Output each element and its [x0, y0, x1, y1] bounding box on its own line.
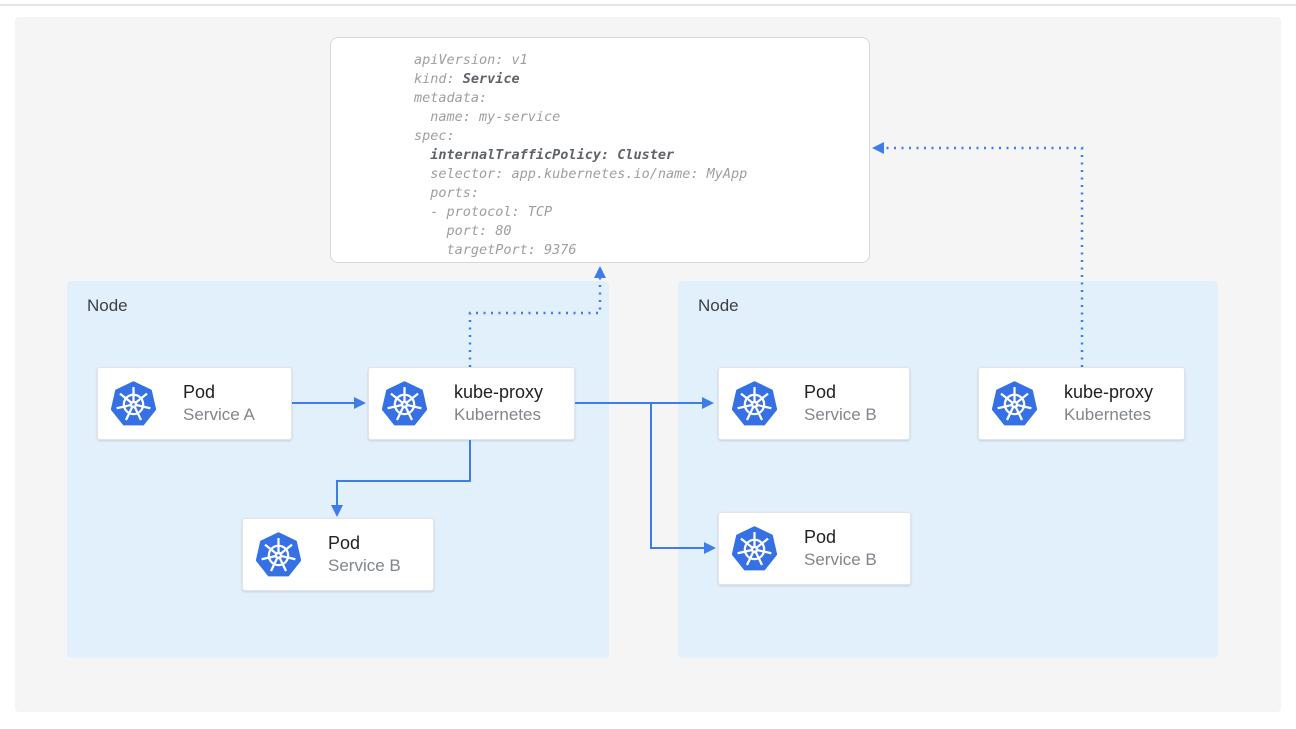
- card-subtitle: Service A: [183, 405, 255, 424]
- card-title: Pod: [804, 382, 837, 402]
- kubernetes-icon: [732, 526, 777, 571]
- yaml-line: spec:: [414, 128, 455, 144]
- yaml-line: targetPort: 9376: [414, 242, 577, 258]
- node-box-right: Node: [678, 281, 1218, 658]
- page-top-divider: [0, 4, 1296, 6]
- service-yaml-box: apiVersion: v1 kind: Service metadata: nam…: [330, 37, 870, 263]
- card-pod-service-b-left: Pod Service B: [242, 518, 434, 591]
- card-subtitle: Kubernetes: [454, 405, 541, 424]
- kubernetes-icon: [732, 381, 777, 426]
- card-kube-proxy-left: kube-proxy Kubernetes: [368, 367, 575, 440]
- card-pod-service-a: Pod Service A: [97, 367, 292, 440]
- kubernetes-icon: [992, 381, 1037, 426]
- yaml-line: ports:: [414, 185, 480, 201]
- yaml-code: apiVersion: v1 kind: Service metadata: nam…: [414, 51, 859, 260]
- kubernetes-icon: [111, 381, 156, 426]
- card-subtitle: Service B: [804, 550, 877, 569]
- yaml-line: kind: Service: [414, 71, 520, 87]
- card-title: kube-proxy: [454, 382, 544, 402]
- card-pod-service-b-right-bottom: Pod Service B: [718, 512, 911, 585]
- card-subtitle: Service B: [328, 556, 401, 575]
- card-pod-service-b-right-top: Pod Service B: [718, 367, 910, 440]
- card-title: kube-proxy: [1064, 382, 1154, 402]
- yaml-line: apiVersion: v1: [414, 52, 528, 68]
- kubernetes-icon: [256, 532, 301, 577]
- yaml-line: selector: app.kubernetes.io/name: MyApp: [414, 166, 748, 182]
- yaml-line: name: my-service: [414, 109, 561, 125]
- yaml-line: metadata:: [414, 90, 488, 106]
- yaml-line: internalTrafficPolicy: Cluster: [430, 147, 675, 163]
- kubernetes-icon: [382, 381, 427, 426]
- node-box-left: Node: [67, 281, 609, 658]
- card-title: Pod: [804, 527, 837, 547]
- card-title: Pod: [183, 382, 216, 402]
- card-kube-proxy-right: kube-proxy Kubernetes: [978, 367, 1185, 440]
- node-label: Node: [87, 296, 128, 315]
- card-title: Pod: [328, 533, 361, 553]
- card-subtitle: Kubernetes: [1064, 405, 1151, 424]
- node-label: Node: [698, 296, 739, 315]
- yaml-line: - protocol: TCP: [414, 204, 553, 220]
- card-subtitle: Service B: [804, 405, 877, 424]
- yaml-line: port: 80: [414, 223, 512, 239]
